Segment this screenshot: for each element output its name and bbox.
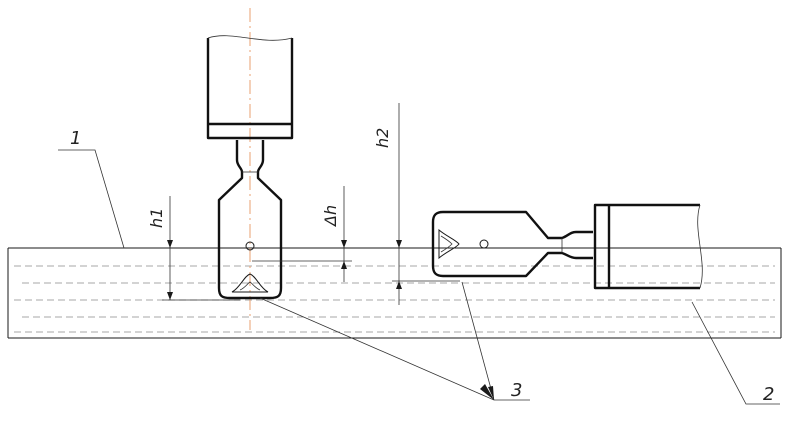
callout-label-3: 3 (511, 380, 522, 401)
vertical-probe-hole (245, 241, 255, 251)
vertical-probe-neck (217, 140, 283, 300)
horizontal-probe (431, 203, 703, 290)
dim-label-delta-h: Δh (321, 205, 340, 228)
vertical-probe-sensor (231, 273, 269, 293)
callout-label-2: 2 (763, 384, 774, 405)
dimension-delta-h: Δh (252, 186, 352, 282)
vertical-probe (206, 35, 294, 300)
dim-label-h2: h2 (373, 128, 392, 148)
liquid-bath (7, 247, 782, 339)
callout-3: 3 (259, 281, 530, 401)
callout-label-1: 1 (70, 128, 81, 149)
callout-1: 1 (58, 128, 125, 249)
dimension-h2: h2 (373, 103, 460, 305)
callout-2: 2 (691, 301, 780, 405)
horizontal-probe-sensor (438, 228, 460, 260)
horizontal-holder (593, 203, 703, 290)
liquid-hatching (14, 265, 775, 333)
vertical-holder (206, 35, 294, 140)
horizontal-probe-hole (479, 239, 489, 249)
dimension-h1: h1 (147, 196, 240, 301)
dim-label-h1: h1 (147, 208, 166, 228)
horizontal-probe-body (431, 210, 593, 278)
